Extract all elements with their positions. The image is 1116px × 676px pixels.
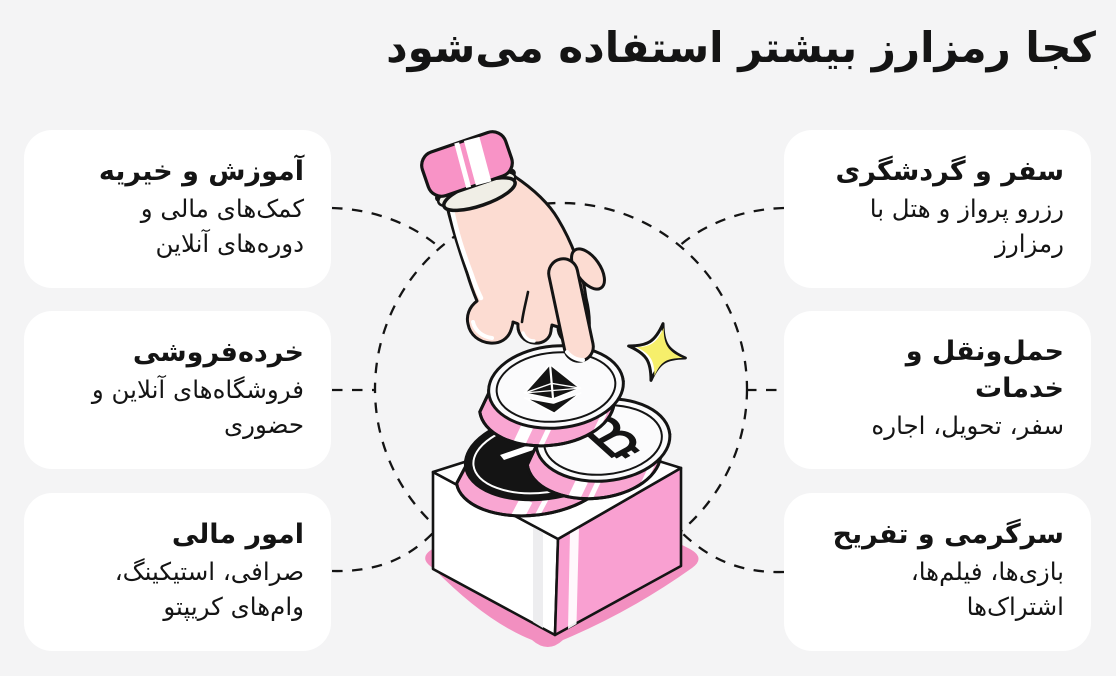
- ethereum-coin: [478, 344, 625, 448]
- bitcoin-coin-edge-stripe: [587, 480, 601, 499]
- card-body-travel-tourism: رزرو پرواز و هتل با رمزارز: [869, 194, 1064, 259]
- card-body-finance: صرافی، استیکینگ، وام‌های کریپتو: [114, 557, 304, 622]
- connector-finance: [331, 530, 436, 573]
- dark-coin-edge-stripe: [511, 496, 533, 516]
- card-travel-tourism: سفر و گردشگری رزرو پرواز و هتل با رمزارز: [784, 130, 1091, 288]
- dashed-circle-group: [331, 201, 785, 577]
- ethereum-coin-edge-stripe: [537, 427, 552, 446]
- hand-icon: [420, 130, 606, 363]
- pedestal-left-face-stripe: [533, 525, 543, 628]
- bitcoin-coin-edge-stripe: [567, 477, 588, 499]
- cuff-icon: [420, 130, 517, 213]
- card-body-entertainment: بازی‌ها، فیلم‌ها، اشتراک‌ها: [910, 557, 1064, 622]
- connector-entertainment: [680, 531, 785, 574]
- connector-education: [331, 206, 440, 248]
- card-education-charity: آموزش و خیریه کمک‌های مالی و دوره‌های آن…: [24, 130, 331, 288]
- card-title-transport-services: حمل‌ونقل و خدمات: [905, 336, 1064, 404]
- card-retail: خرده‌فروشی فروشگاه‌های آنلاین و حضوری: [24, 311, 331, 469]
- card-transport-services: حمل‌ونقل و خدمات سفر، تحویل، اجاره: [784, 311, 1091, 469]
- card-title-education-charity: آموزش و خیریه: [98, 156, 304, 187]
- page-title: کجا رمزارز بیشتر استفاده می‌شود: [386, 23, 1096, 72]
- pedestal-right-face-stripe: [568, 527, 579, 629]
- dark-coin-edge-stripe: [534, 497, 549, 516]
- card-title-entertainment: سرگرمی و تفریح: [832, 519, 1064, 550]
- ethereum-coin-ring: [495, 351, 617, 423]
- card-body-retail: فروشگاه‌های آنلاین و حضوری: [91, 375, 304, 440]
- card-title-finance: امور مالی: [171, 519, 304, 550]
- card-entertainment: سرگرمی و تفریح بازی‌ها، فیلم‌ها، اشتراک‌…: [784, 493, 1091, 651]
- card-body-transport-services: سفر، تحویل، اجاره: [871, 411, 1064, 441]
- card-title-travel-tourism: سفر و گردشگری: [835, 156, 1064, 187]
- ethereum-coin-edge-stripe: [513, 423, 534, 446]
- sparkle-icon: [627, 322, 687, 382]
- card-finance: امور مالی صرافی، استیکینگ، وام‌های کریپت…: [24, 493, 331, 651]
- card-title-retail: خرده‌فروشی: [132, 337, 304, 368]
- connector-travel: [677, 206, 785, 248]
- card-body-education-charity: کمک‌های مالی و دوره‌های آنلاین: [140, 194, 304, 259]
- ethereum-logo: [523, 363, 582, 414]
